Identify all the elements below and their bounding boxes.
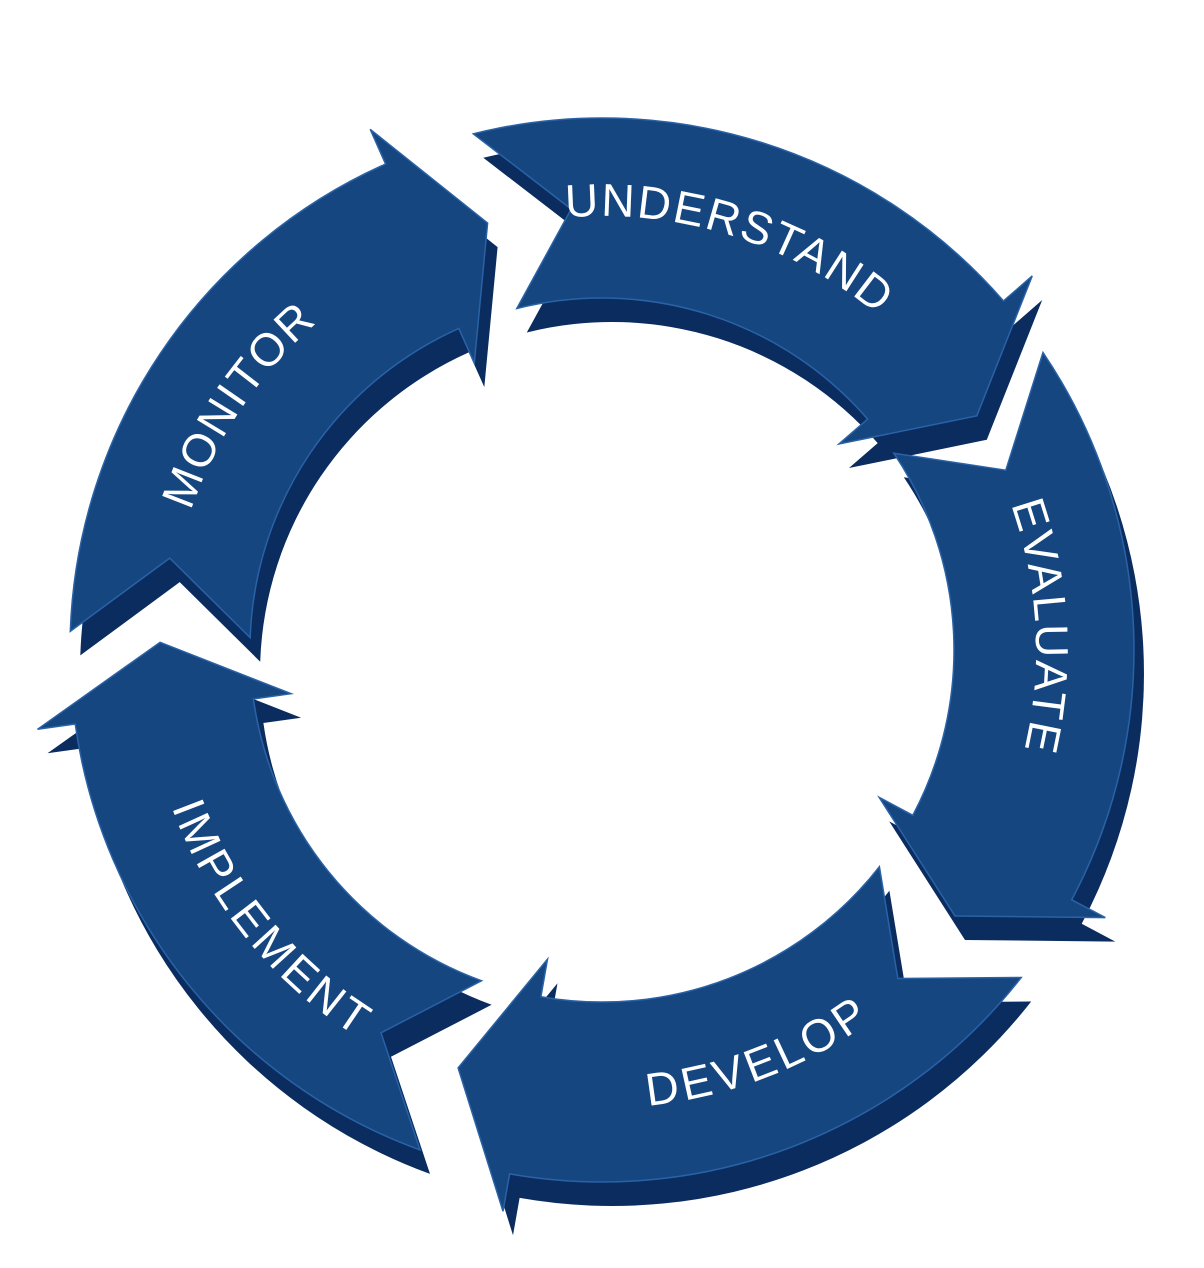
stage-monitor: MONITOR — [69, 128, 498, 662]
arrow-develop — [457, 864, 1023, 1212]
arrow-implement — [37, 641, 484, 1152]
arrow-monitor — [69, 128, 489, 640]
stage-evaluate: EVALUATE — [877, 350, 1144, 942]
stage-implement: IMPLEMENT — [37, 641, 492, 1174]
stage-develop: DEVELOP — [457, 864, 1032, 1236]
stage-understand: UNDERSTAND — [471, 117, 1043, 468]
arrow-evaluate — [877, 350, 1135, 919]
arrow-understand — [471, 117, 1033, 446]
